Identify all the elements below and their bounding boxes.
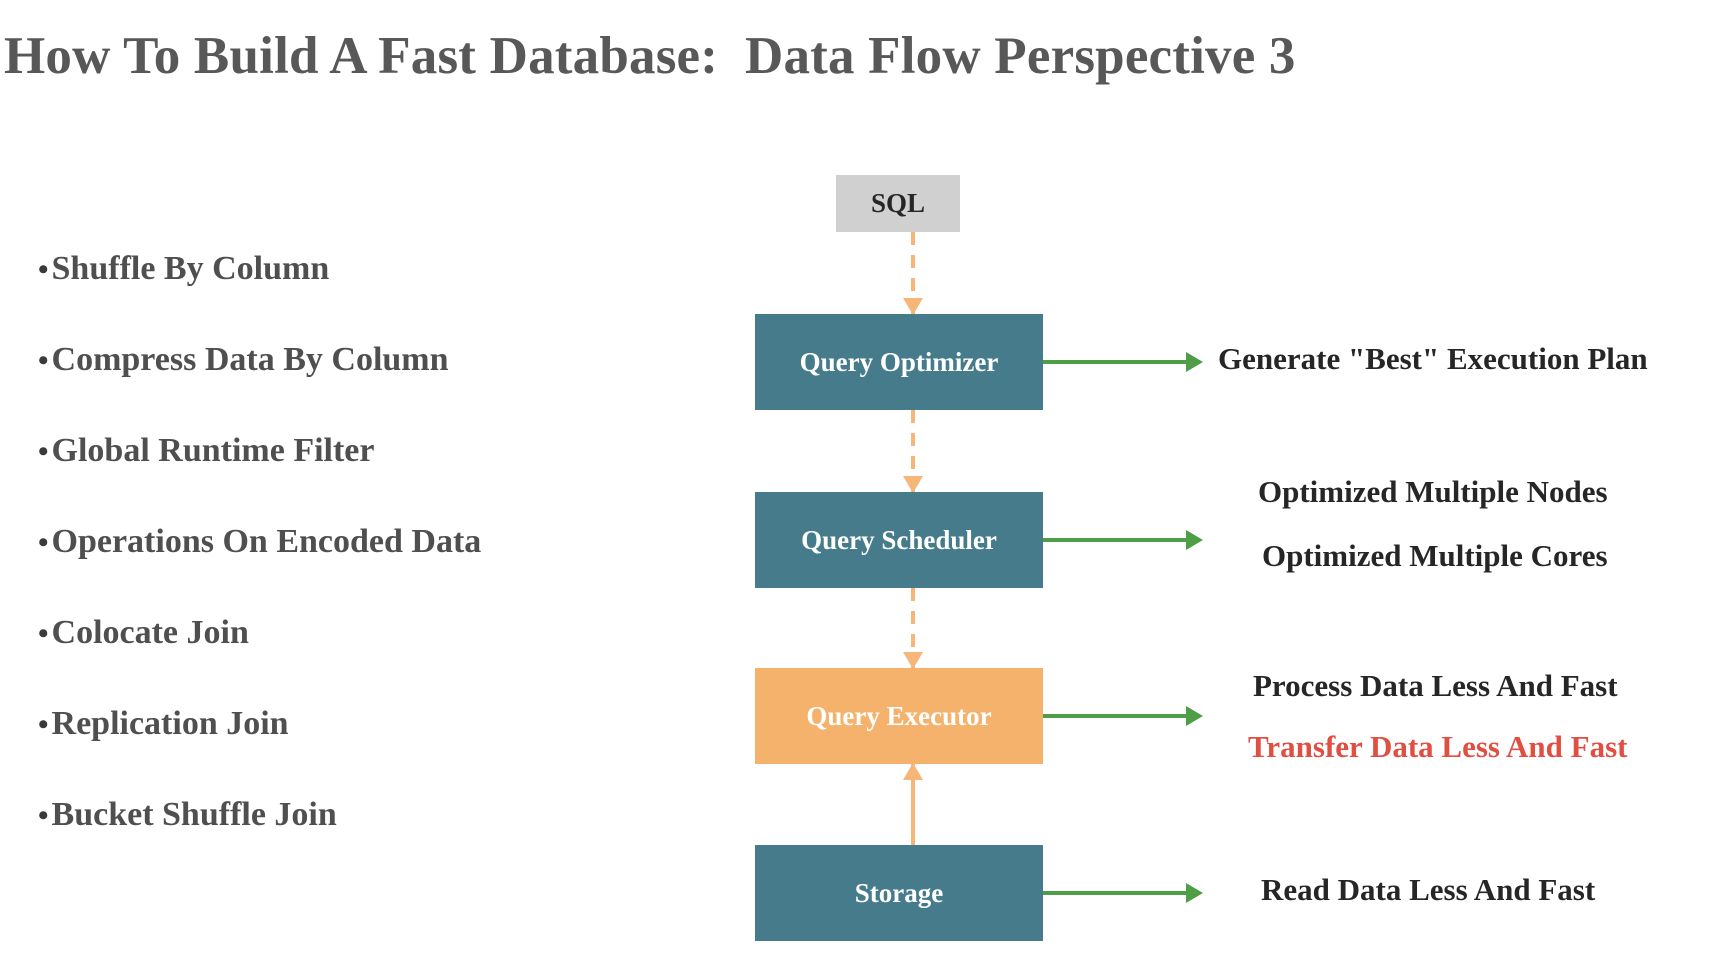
list-item-label: Colocate Join bbox=[51, 614, 249, 651]
arrowhead-right-icon bbox=[1186, 352, 1203, 372]
callout-label-scheduler-nodes: Optimized Multiple Nodes bbox=[1258, 474, 1608, 509]
list-item: • Colocate Join bbox=[38, 614, 658, 705]
list-item-label: Operations On Encoded Data bbox=[51, 523, 482, 560]
arrowhead-up-icon bbox=[903, 763, 923, 780]
bullet-dot-icon: • bbox=[38, 253, 49, 286]
callout-label-optimizer: Generate "Best" Execution Plan bbox=[1218, 341, 1648, 376]
callout-label-scheduler-cores: Optimized Multiple Cores bbox=[1262, 538, 1608, 573]
connector-optimizer-to-scheduler bbox=[903, 410, 923, 493]
arrowhead-right-icon bbox=[1186, 706, 1203, 726]
diagram-node-query-executor: Query Executor bbox=[755, 668, 1043, 764]
bullet-dot-icon: • bbox=[38, 708, 49, 741]
callout-label-executor-process: Process Data Less And Fast bbox=[1253, 668, 1618, 703]
list-item: • Global Runtime Filter bbox=[38, 432, 658, 523]
connector-scheduler-to-executor bbox=[903, 588, 923, 669]
callout-arrow-scheduler bbox=[1043, 530, 1203, 550]
callout-arrow-executor bbox=[1043, 706, 1203, 726]
bullet-list: • Shuffle By Column • Compress Data By C… bbox=[38, 250, 658, 887]
arrowhead-down-icon bbox=[903, 476, 923, 493]
connector-line bbox=[911, 588, 915, 668]
callout-label-executor-transfer: Transfer Data Less And Fast bbox=[1248, 729, 1628, 764]
arrowhead-down-icon bbox=[903, 652, 923, 669]
bullet-dot-icon: • bbox=[38, 526, 49, 559]
list-item: • Shuffle By Column bbox=[38, 250, 658, 341]
callout-arrow-optimizer bbox=[1043, 352, 1203, 372]
list-item-label: Compress Data By Column bbox=[51, 341, 449, 378]
bullet-dot-icon: • bbox=[38, 799, 49, 832]
list-item-label: Shuffle By Column bbox=[51, 250, 330, 287]
callout-arrow-storage bbox=[1043, 883, 1203, 903]
diagram-node-sql: SQL bbox=[836, 175, 960, 232]
bullet-dot-icon: • bbox=[38, 617, 49, 650]
page-title: How To Build A Fast Database: Data Flow … bbox=[4, 27, 1296, 85]
diagram-node-query-optimizer: Query Optimizer bbox=[755, 314, 1043, 410]
list-item: • Bucket Shuffle Join bbox=[38, 796, 658, 887]
arrowhead-right-icon bbox=[1186, 883, 1203, 903]
list-item-label: Bucket Shuffle Join bbox=[51, 796, 337, 833]
list-item: • Replication Join bbox=[38, 705, 658, 796]
diagram-node-query-scheduler: Query Scheduler bbox=[755, 492, 1043, 588]
connector-storage-to-executor bbox=[903, 763, 923, 845]
list-item-label: Replication Join bbox=[51, 705, 289, 742]
bullet-dot-icon: • bbox=[38, 435, 49, 468]
arrowhead-down-icon bbox=[903, 298, 923, 315]
connector-line bbox=[911, 232, 915, 314]
list-item: • Compress Data By Column bbox=[38, 341, 658, 432]
list-item: • Operations On Encoded Data bbox=[38, 523, 658, 614]
bullet-dot-icon: • bbox=[38, 344, 49, 377]
connector-line bbox=[911, 764, 915, 845]
list-item-label: Global Runtime Filter bbox=[51, 432, 375, 469]
connector-sql-to-optimizer bbox=[903, 232, 923, 315]
arrowhead-right-icon bbox=[1186, 530, 1203, 550]
diagram-node-storage: Storage bbox=[755, 845, 1043, 941]
callout-label-storage: Read Data Less And Fast bbox=[1261, 872, 1596, 907]
connector-line bbox=[911, 410, 915, 492]
